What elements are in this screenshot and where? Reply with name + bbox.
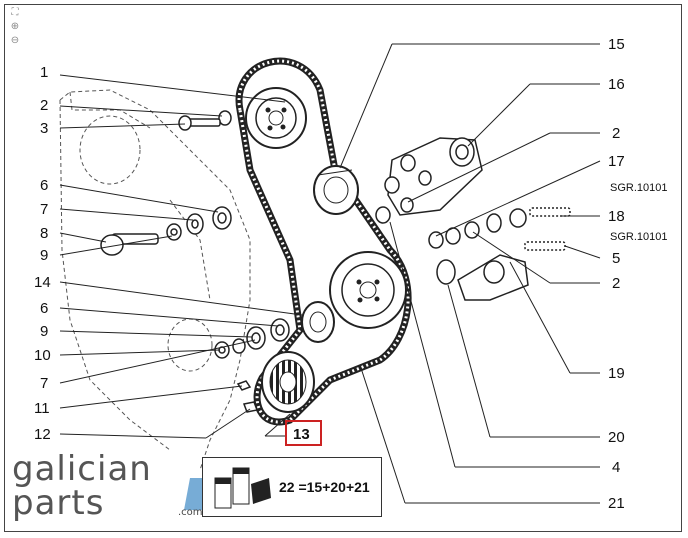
callout-4: 4 <box>612 459 620 476</box>
galicianparts-logo: galician parts .com <box>12 449 214 524</box>
callout-6b: 6 <box>40 300 48 317</box>
sgr-label-2: SGR.10101 <box>610 231 667 243</box>
logo-line1: galician <box>12 449 152 489</box>
sgr-label-1: SGR.10101 <box>610 182 667 194</box>
idler-pulley-14 <box>301 301 335 343</box>
logo-line2: parts <box>12 483 105 523</box>
kit-parts-icon <box>214 467 271 509</box>
zoom-out-icon[interactable]: ⊖ <box>10 35 20 46</box>
camshaft-pulley <box>245 87 307 149</box>
kit-formula-box: 22 =15+20+21 <box>202 457 382 517</box>
tensioner-bracket-19 <box>436 254 529 301</box>
callout-6: 6 <box>40 177 48 194</box>
injection-pump-pulley <box>329 251 407 329</box>
zoom-in-icon[interactable]: ⊕ <box>10 21 20 32</box>
callout-16: 16 <box>608 76 625 93</box>
callout-15: 15 <box>608 36 625 53</box>
callout-13: 13 <box>293 426 310 443</box>
callout-14: 14 <box>34 274 51 291</box>
callout-10: 10 <box>34 347 51 364</box>
right-parts <box>375 197 571 251</box>
highlight-callout-13: 13 <box>285 420 322 446</box>
callout-5: 5 <box>612 250 620 267</box>
engine-block-outline <box>59 89 251 471</box>
callout-7: 7 <box>40 201 48 218</box>
leader-lines <box>59 43 601 504</box>
callout-1: 1 <box>40 64 48 81</box>
left-parts <box>100 110 290 413</box>
callout-17: 17 <box>608 153 625 170</box>
callout-3: 3 <box>40 120 48 137</box>
callout-12: 12 <box>34 426 51 443</box>
callout-8: 8 <box>40 225 48 242</box>
callout-2-right: 2 <box>612 125 620 142</box>
fullscreen-icon[interactable]: ⛶ <box>11 7 19 18</box>
callout-2: 2 <box>40 97 48 114</box>
callout-20: 20 <box>608 429 625 446</box>
callouts-left: 1 2 3 6 7 8 9 14 6 9 10 7 11 12 <box>34 64 51 443</box>
logo-suffix: .com <box>178 507 203 518</box>
callouts-right: 15 16 2 17 18 5 2 19 20 4 21 <box>608 36 625 512</box>
belt-tensioner-15 <box>313 165 359 215</box>
callout-21: 21 <box>608 495 625 512</box>
callout-7b: 7 <box>40 375 48 392</box>
kit-formula: 22 =15+20+21 <box>279 479 370 495</box>
callout-11: 11 <box>34 400 50 417</box>
timing-belt <box>235 57 412 426</box>
tensioner-bracket-16 <box>384 137 483 216</box>
diagram-frame <box>4 4 682 532</box>
callout-9b: 9 <box>40 323 48 340</box>
zoom-toolbar: ⛶ ⊕ ⊖ <box>8 6 26 48</box>
callout-9: 9 <box>40 247 48 264</box>
callout-18: 18 <box>608 208 625 225</box>
callout-2-right-b: 2 <box>612 275 620 292</box>
crankshaft-sprocket-13 <box>261 351 315 413</box>
callout-19: 19 <box>608 365 625 382</box>
